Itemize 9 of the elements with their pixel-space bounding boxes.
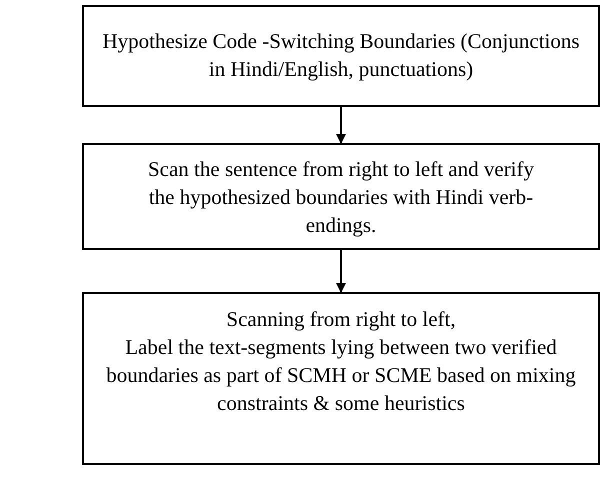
box-text: Label the text-segments lying between two verified boundaries as part of SCMH or SCME based on mixing constraints & some heuristics [105,334,577,417]
box-text: Scanning from right to left, [225,306,457,333]
arrow [336,250,346,293]
arrow [336,107,346,144]
process-box [82,5,600,107]
process-box [82,143,600,250]
box-text: Scan the sentence from right to left and verify the hypothesized boundaries with Hindi verb-endings. [146,156,536,239]
process-box [82,292,600,465]
box-text: Hypothesize Code -Switching Boundaries (Conjunctions in Hindi/English, punctuations) [101,28,581,83]
